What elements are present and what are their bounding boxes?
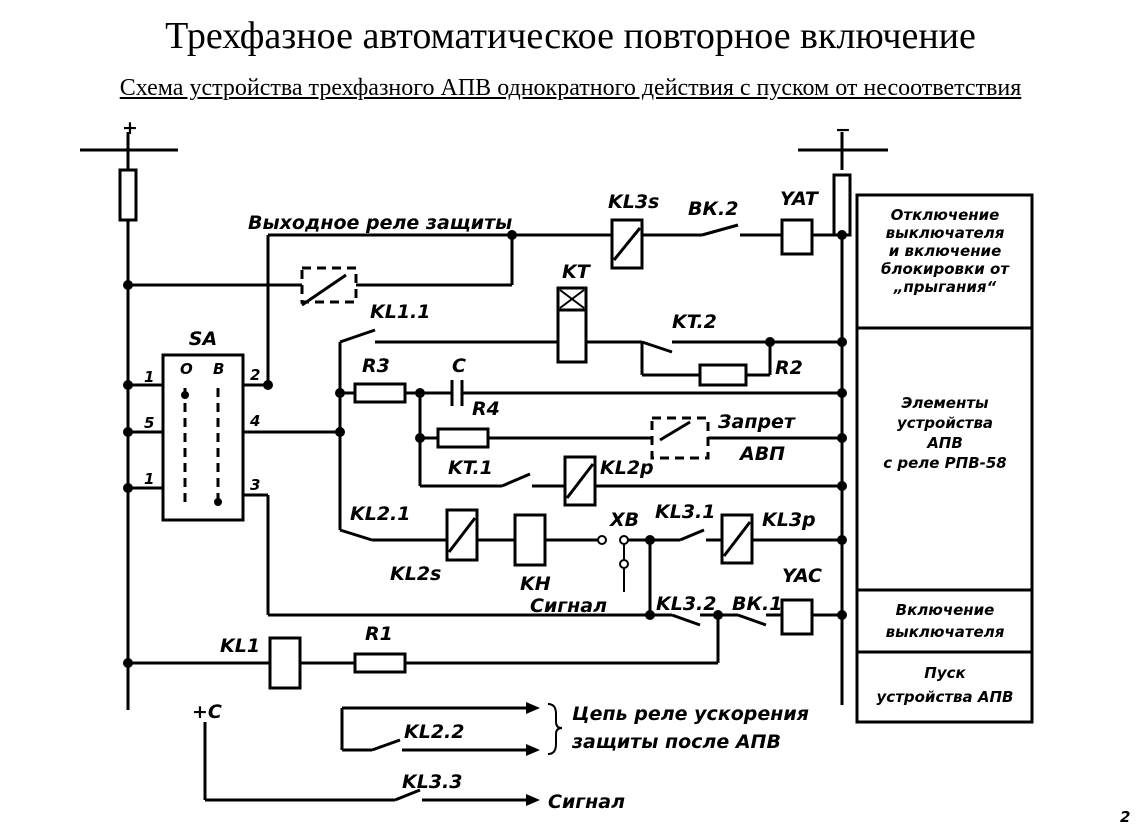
- yat-label: YAT: [780, 188, 820, 210]
- output-relay-label: Выходное реле защиты: [248, 212, 512, 234]
- signal-circuits: +С KL2.2 KL3.3 Цепь реле ускорения защит…: [192, 701, 1130, 825]
- kl22-label: KL2.2: [404, 721, 465, 743]
- signal2-label: Сигнал: [548, 791, 625, 813]
- panel-s4-line1: Пуск: [924, 664, 966, 682]
- page-subtitle: Схема устройства трехфазного АПВ однокра…: [119, 75, 1022, 101]
- kl33-label: KL3.3: [402, 771, 463, 793]
- junctions: [123, 230, 847, 668]
- signal1-label: Сигнал: [530, 595, 607, 617]
- plus-bus: +: [80, 117, 178, 710]
- vk1-label: ВК.1: [732, 593, 782, 615]
- sa-pin-2: 2: [250, 366, 260, 384]
- panel-s1-line2: выключателя: [886, 224, 1005, 242]
- panel-s2-line1: Элементы: [901, 394, 989, 412]
- minus-bus-label: −: [835, 119, 851, 141]
- start-circuit: KL1 R1: [128, 623, 718, 690]
- panel-s1-line5: „прыгания“: [893, 278, 997, 296]
- panel-s2-line4: с реле РПВ-58: [883, 454, 1007, 472]
- r3-label: R3: [362, 355, 390, 377]
- kl2p-label: KL2р: [600, 457, 654, 479]
- vk2-label: ВК.2: [688, 198, 738, 220]
- sa-pin-1b: 1: [144, 470, 154, 488]
- sa-col-o: О: [180, 360, 193, 378]
- plus-bus-label: +: [122, 117, 138, 139]
- kl3p-label: KL3р: [762, 509, 816, 531]
- r1-label: R1: [365, 623, 393, 645]
- kt-label: KT: [562, 261, 592, 283]
- kl1-label: KL1: [220, 635, 260, 657]
- panel-s4-line2: устройства АПВ: [877, 688, 1014, 706]
- kl11-label: KL1.1: [370, 301, 431, 323]
- page-title: Трехфазное автоматическое повторное вклю…: [165, 15, 976, 57]
- kl3s-label: KL3s: [608, 191, 659, 213]
- sa-switch: SA О В 1 5 1 2 4 3: [128, 328, 340, 522]
- c-label: C: [452, 355, 466, 377]
- panel-s3-line2: выключателя: [886, 623, 1005, 641]
- apv-circuit-diagram: + − Выходное реле защиты KL3s ВК.2 YAT: [80, 117, 1130, 825]
- panel-s1-line4: блокировки от: [881, 260, 1010, 278]
- sa-pin-3: 3: [250, 476, 260, 494]
- plus-c-label: +С: [192, 701, 222, 723]
- kl21-label: KL2.1: [350, 503, 411, 525]
- accel-line-1: Цепь реле ускорения: [572, 703, 809, 725]
- rpv-elements: KL1.1 KT KT.2 R2 R3 C R4 Запрет АВП KT.1…: [338, 261, 842, 617]
- xb-label: XB: [609, 509, 639, 531]
- panel-s1-line3: и включение: [889, 242, 1002, 260]
- panel-s2-line2: устройства: [897, 414, 993, 432]
- kt1-label: KT.1: [448, 457, 493, 479]
- accel-line-2: защиты после АПВ: [571, 731, 781, 753]
- sa-pin-5: 5: [144, 414, 154, 432]
- sa-label: SA: [189, 328, 217, 350]
- description-panel: Отключение выключателя и включение блоки…: [855, 193, 1034, 724]
- yac-label: YAC: [782, 565, 822, 587]
- kl31-label: KL3.1: [655, 501, 716, 523]
- r4-label: R4: [472, 398, 500, 420]
- sa-col-v: В: [213, 360, 224, 378]
- kh-label: KH: [520, 573, 551, 595]
- kl32-label: KL3.2: [656, 593, 717, 615]
- trip-circuit: Выходное реле защиты KL3s ВК.2 YAT: [128, 188, 842, 385]
- panel-s2-line3: АПВ: [926, 434, 963, 452]
- sa-pin-1a: 1: [144, 368, 154, 386]
- page-mark: 2: [1120, 808, 1130, 825]
- zapret-label: Запрет: [717, 411, 796, 433]
- kt2-label: KT.2: [672, 311, 717, 333]
- close-circuit: KL3.2 ВК.1 YAC: [266, 495, 842, 663]
- panel-s3-line1: Включение: [896, 601, 995, 619]
- panel-s1-line1: Отключение: [891, 206, 1000, 224]
- sa-pin-4: 4: [249, 412, 260, 430]
- apv-block-label: АВП: [738, 443, 785, 465]
- kl2s-label: KL2s: [390, 563, 441, 585]
- r2-label: R2: [775, 357, 803, 379]
